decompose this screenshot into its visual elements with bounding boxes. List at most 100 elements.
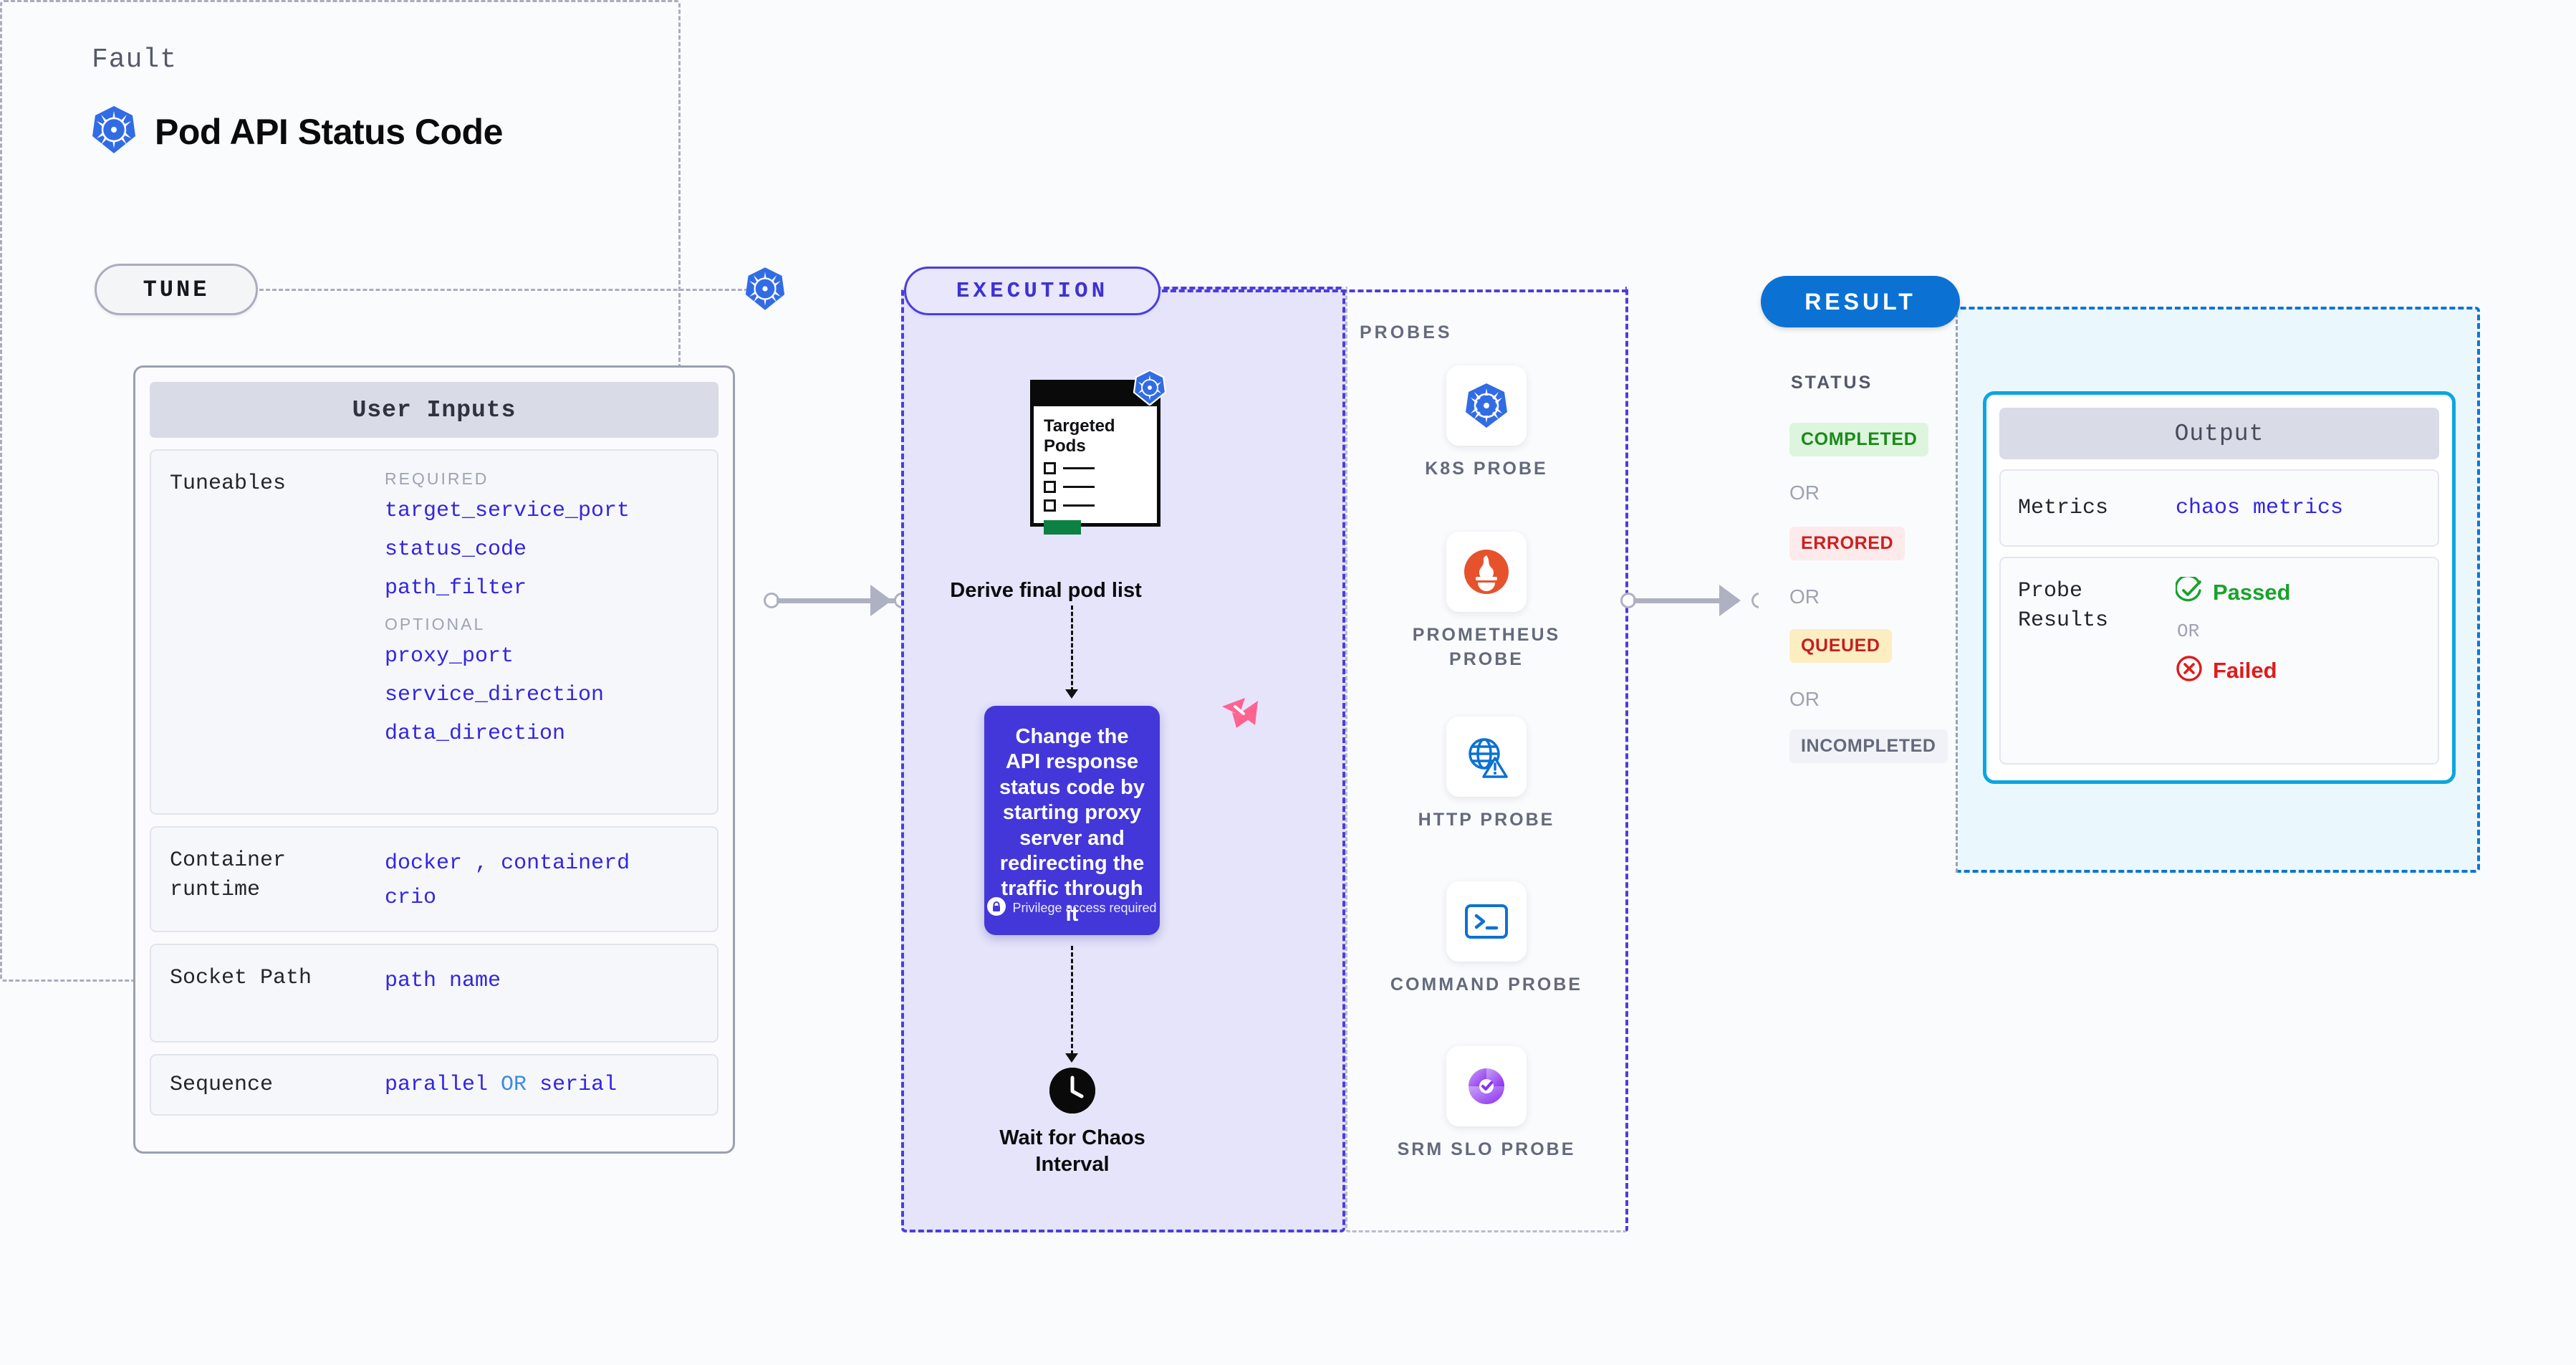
- globe-warning-icon: [1446, 717, 1527, 797]
- status-badge-errored: ERRORED: [1789, 527, 1905, 560]
- kubernetes-icon: [1446, 365, 1527, 446]
- tunable-status-code[interactable]: status_code: [385, 537, 527, 562]
- targeted-pods-card: Targeted Pods: [1030, 380, 1160, 535]
- result-stage-badge[interactable]: RESULT: [1761, 276, 1960, 327]
- row-label: Sequence: [170, 1072, 274, 1097]
- status-title: STATUS: [1791, 373, 1873, 393]
- status-badge-incompleted: INCOMPLETED: [1789, 729, 1948, 763]
- group-label-required: REQUIRED: [385, 469, 489, 488]
- targeted-pods-title: Targeted Pods: [1044, 416, 1115, 456]
- metrics-value: chaos metrics: [2176, 496, 2344, 520]
- execution-stage-badge[interactable]: EXECUTION: [904, 267, 1160, 315]
- user-input-row-container-runtime: Container runtime docker , containerd cr…: [150, 826, 719, 932]
- tunable-data-direction[interactable]: data_direction: [385, 722, 566, 746]
- probe-label: COMMAND PROBE: [1390, 974, 1583, 995]
- probe-result-passed: Passed: [2174, 574, 2291, 608]
- probe-k8s[interactable]: K8S PROBE: [1383, 365, 1590, 482]
- privilege-text: Privilege access required: [1012, 901, 1157, 915]
- connector-arrowhead: [870, 585, 892, 616]
- page-header: Fault Pod API Status Code: [92, 44, 503, 158]
- user-input-row-sequence: Sequence parallel OR serial: [150, 1054, 719, 1116]
- flow-arrow-head: [1065, 1053, 1078, 1063]
- pod-list-item: [1044, 481, 1157, 494]
- probe-label: K8S PROBE: [1425, 459, 1548, 479]
- status-or: OR: [1789, 482, 1820, 504]
- kubernetes-icon: [1133, 369, 1167, 409]
- metrics-label: Metrics: [2018, 495, 2109, 520]
- socket-path-value: path name: [385, 969, 501, 993]
- row-label: Socket Path: [170, 966, 312, 990]
- kubernetes-icon: [745, 267, 785, 315]
- user-inputs-card: User Inputs Tuneables REQUIRED target_se…: [133, 365, 735, 1154]
- wait-chaos-interval-label: Wait for Chaos Interval: [999, 1126, 1145, 1177]
- probe-result-or: OR: [2177, 621, 2200, 642]
- title-row: Pod API Status Code: [92, 105, 503, 158]
- probe-results-label: Probe Results: [2018, 579, 2109, 633]
- status-badge-completed: COMPLETED: [1789, 423, 1929, 456]
- runtime-crio: crio: [385, 886, 437, 910]
- sequence-serial: serial: [539, 1073, 617, 1097]
- runtime-separator: ,: [475, 851, 489, 876]
- failed-label: Failed: [2213, 657, 2277, 683]
- row-label: Container runtime: [170, 848, 287, 902]
- x-circle-icon: [2176, 655, 2203, 686]
- flow-arrow-head: [1065, 689, 1078, 699]
- tunable-path-filter[interactable]: path_filter: [385, 576, 527, 600]
- flow-arrow-line: [1071, 946, 1073, 1055]
- probe-command[interactable]: COMMAND PROBE: [1383, 881, 1590, 997]
- chaos-action-card: Change the API response status code by s…: [984, 706, 1160, 935]
- user-input-row-socket-path: Socket Path path name: [150, 944, 719, 1043]
- page-title: Pod API Status Code: [155, 111, 503, 152]
- derive-pod-list-label: Derive final pod list: [950, 579, 1142, 602]
- result-status-column: [1759, 307, 1958, 873]
- passed-label: Passed: [2213, 579, 2291, 605]
- fault-eyebrow: Fault: [92, 44, 178, 75]
- tunable-service-direction[interactable]: service_direction: [385, 683, 605, 707]
- connector-arrowhead: [1719, 585, 1741, 616]
- terminal-icon: [1446, 881, 1527, 962]
- probes-title: PROBES: [1360, 322, 1453, 343]
- row-label: Tuneables: [170, 471, 287, 496]
- pod-list-item: [1044, 499, 1157, 512]
- probe-label: SRM SLO PROBE: [1397, 1139, 1576, 1159]
- clock-icon: [1049, 1068, 1095, 1113]
- flow-arrow-line: [1071, 605, 1073, 691]
- status-badge-queued: QUEUED: [1789, 629, 1892, 663]
- status-or: OR: [1789, 688, 1820, 710]
- output-card: Output Metrics chaos metrics Probe Resul…: [1983, 391, 2456, 784]
- probe-srm-slo[interactable]: SRM SLO PROBE: [1383, 1046, 1590, 1162]
- output-title: Output: [1999, 408, 2439, 459]
- status-or: OR: [1789, 585, 1820, 608]
- user-inputs-title: User Inputs: [150, 382, 719, 438]
- runtime-docker: docker: [385, 851, 463, 876]
- chaos-action-text: Change the API response status code by s…: [999, 725, 1145, 926]
- probe-prometheus[interactable]: PROMETHEUS PROBE: [1383, 532, 1590, 672]
- probe-label: PROMETHEUS PROBE: [1412, 625, 1561, 669]
- group-label-optional: OPTIONAL: [385, 615, 486, 633]
- pod-list-item: [1044, 462, 1157, 475]
- connector-line: [777, 598, 895, 603]
- probe-label: HTTP PROBE: [1418, 810, 1555, 830]
- probe-result-failed: Failed: [2176, 655, 2291, 686]
- output-row-probe-results: Probe Results Passed OR: [1999, 557, 2439, 765]
- kubernetes-icon: [92, 105, 136, 158]
- runtime-containerd: containerd: [501, 851, 630, 876]
- prometheus-icon: [1446, 532, 1527, 612]
- tunable-proxy-port[interactable]: proxy_port: [385, 644, 514, 669]
- lock-icon: [987, 897, 1006, 919]
- user-input-row-tuneables: Tuneables REQUIRED target_service_port s…: [150, 449, 719, 815]
- execution-top-dash: [1162, 289, 1628, 292]
- tunable-target-service-port[interactable]: target_service_port: [385, 499, 630, 523]
- sequence-or: OR: [501, 1073, 527, 1097]
- srm-slo-icon: [1446, 1046, 1527, 1126]
- harness-ribbon-icon: [1218, 696, 1262, 739]
- privilege-notice: Privilege access required: [984, 897, 1160, 919]
- check-circle-icon: [2174, 574, 2203, 608]
- output-row-metrics: Metrics chaos metrics: [1999, 469, 2439, 547]
- probe-http[interactable]: HTTP PROBE: [1383, 717, 1590, 833]
- tune-top-dash: [259, 289, 768, 291]
- connector-line: [1633, 598, 1738, 603]
- tune-stage-badge[interactable]: TUNE: [95, 264, 258, 315]
- pod-status-bar: [1044, 520, 1081, 535]
- sequence-parallel: parallel: [385, 1073, 489, 1097]
